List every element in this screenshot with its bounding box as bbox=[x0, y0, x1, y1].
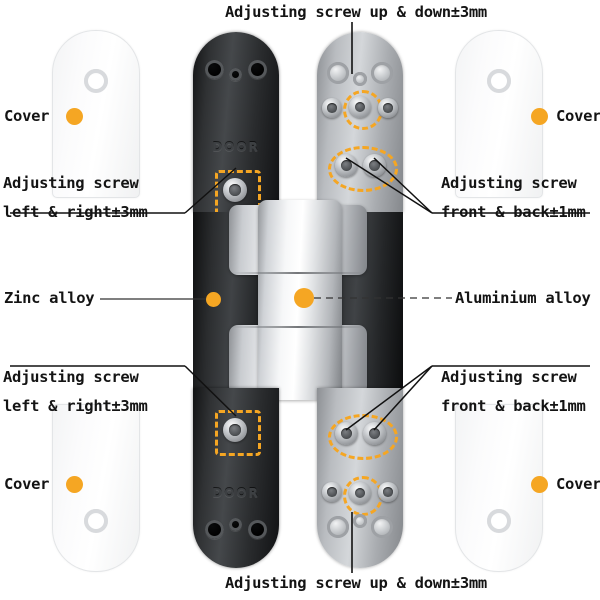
frame-hole-right-icon bbox=[371, 516, 393, 538]
label-adjust-bottom-left-line1: Adjusting screw bbox=[3, 368, 139, 386]
door-screw-hole-left-icon bbox=[205, 60, 224, 79]
cover-hole-icon bbox=[487, 69, 511, 93]
frame-hole-left-icon bbox=[327, 62, 349, 84]
frame-fixing-screw-top-left[interactable] bbox=[322, 98, 342, 118]
highlight-left-right-adjusting-screw-bottom bbox=[215, 410, 261, 456]
frame-fixing-screw-top-right[interactable] bbox=[378, 98, 398, 118]
door-screw-hole-left-icon bbox=[205, 520, 224, 539]
frame-center-hole-icon bbox=[353, 514, 367, 528]
door-screw-hole-right-icon bbox=[248, 60, 267, 79]
adjusting-screw-front-back-bottom-right[interactable] bbox=[363, 422, 386, 445]
adjusting-screw-left-right-top[interactable] bbox=[223, 178, 247, 202]
hinge-seam-upper bbox=[232, 272, 364, 274]
door-plate-top: DOOR bbox=[193, 32, 279, 216]
frame-fixing-screw-bottom-left[interactable] bbox=[322, 482, 342, 502]
frame-plate-top bbox=[317, 32, 403, 212]
label-adjust-bottom-right-line2: front & back±1mm bbox=[441, 397, 586, 415]
label-adjust-bottom-left-line2: left & right±3mm bbox=[3, 397, 148, 415]
marker-dot-cover-top-right bbox=[531, 108, 548, 125]
adjusting-screw-up-down-bottom[interactable] bbox=[349, 482, 371, 504]
adjusting-screw-left-right-bottom[interactable] bbox=[223, 418, 247, 442]
label-adjust-top-right-line1: Adjusting screw bbox=[441, 174, 577, 192]
frame-fixing-screw-bottom-right[interactable] bbox=[378, 482, 398, 502]
adjusting-screw-up-down-top[interactable] bbox=[349, 96, 371, 118]
adjusting-screw-front-back-top-right[interactable] bbox=[363, 154, 386, 177]
cover-hole-icon bbox=[84, 69, 108, 93]
adjusting-screw-front-back-top-left[interactable] bbox=[335, 154, 358, 177]
door-center-hole-icon bbox=[229, 518, 242, 531]
cover-plate-top-right bbox=[455, 30, 543, 198]
cover-plate-bottom-right bbox=[455, 404, 543, 572]
label-adjust-top-right-line2: front & back±1mm bbox=[441, 203, 586, 221]
door-screw-hole-right-icon bbox=[248, 520, 267, 539]
door-plate-bottom: DOOR bbox=[193, 388, 279, 568]
caption-top-adjusting-screw-up-down: Adjusting screw up & down±3mm bbox=[225, 3, 487, 21]
label-cover-top-right: Cover bbox=[556, 107, 600, 125]
marker-dot-zinc-alloy bbox=[206, 292, 221, 307]
marker-dot-aluminium-alloy bbox=[294, 288, 314, 308]
marker-dot-cover-bottom-left bbox=[66, 476, 83, 493]
label-adjust-top-left-line2: left & right±3mm bbox=[3, 203, 148, 221]
label-cover-top-left: Cover bbox=[4, 107, 50, 125]
door-center-hole-icon bbox=[229, 68, 242, 81]
marker-dot-cover-bottom-right bbox=[531, 476, 548, 493]
label-cover-bottom-right: Cover bbox=[556, 475, 600, 493]
label-material-aluminium-alloy: Aluminium alloy bbox=[455, 289, 591, 307]
frame-center-hole-icon bbox=[353, 72, 367, 86]
label-cover-bottom-left: Cover bbox=[4, 475, 50, 493]
label-adjust-top-left-line1: Adjusting screw bbox=[3, 174, 139, 192]
frame-hole-left-icon bbox=[327, 516, 349, 538]
caption-bottom-adjusting-screw-up-down: Adjusting screw up & down±3mm bbox=[225, 574, 487, 592]
cover-hole-icon bbox=[487, 509, 511, 533]
marker-dot-cover-top-left bbox=[66, 108, 83, 125]
door-plate-emboss-text-bottom: DOOR bbox=[212, 486, 260, 500]
cover-plate-bottom-left bbox=[52, 404, 140, 572]
door-plate-emboss-text: DOOR bbox=[212, 140, 260, 154]
label-material-zinc-alloy: Zinc alloy bbox=[4, 289, 95, 307]
hinge-seam-lower bbox=[232, 326, 364, 328]
frame-plate-bottom bbox=[317, 388, 403, 568]
adjusting-screw-front-back-bottom-left[interactable] bbox=[335, 422, 358, 445]
cover-hole-icon bbox=[84, 509, 108, 533]
frame-hole-right-icon bbox=[371, 62, 393, 84]
label-adjust-bottom-right-line1: Adjusting screw bbox=[441, 368, 577, 386]
